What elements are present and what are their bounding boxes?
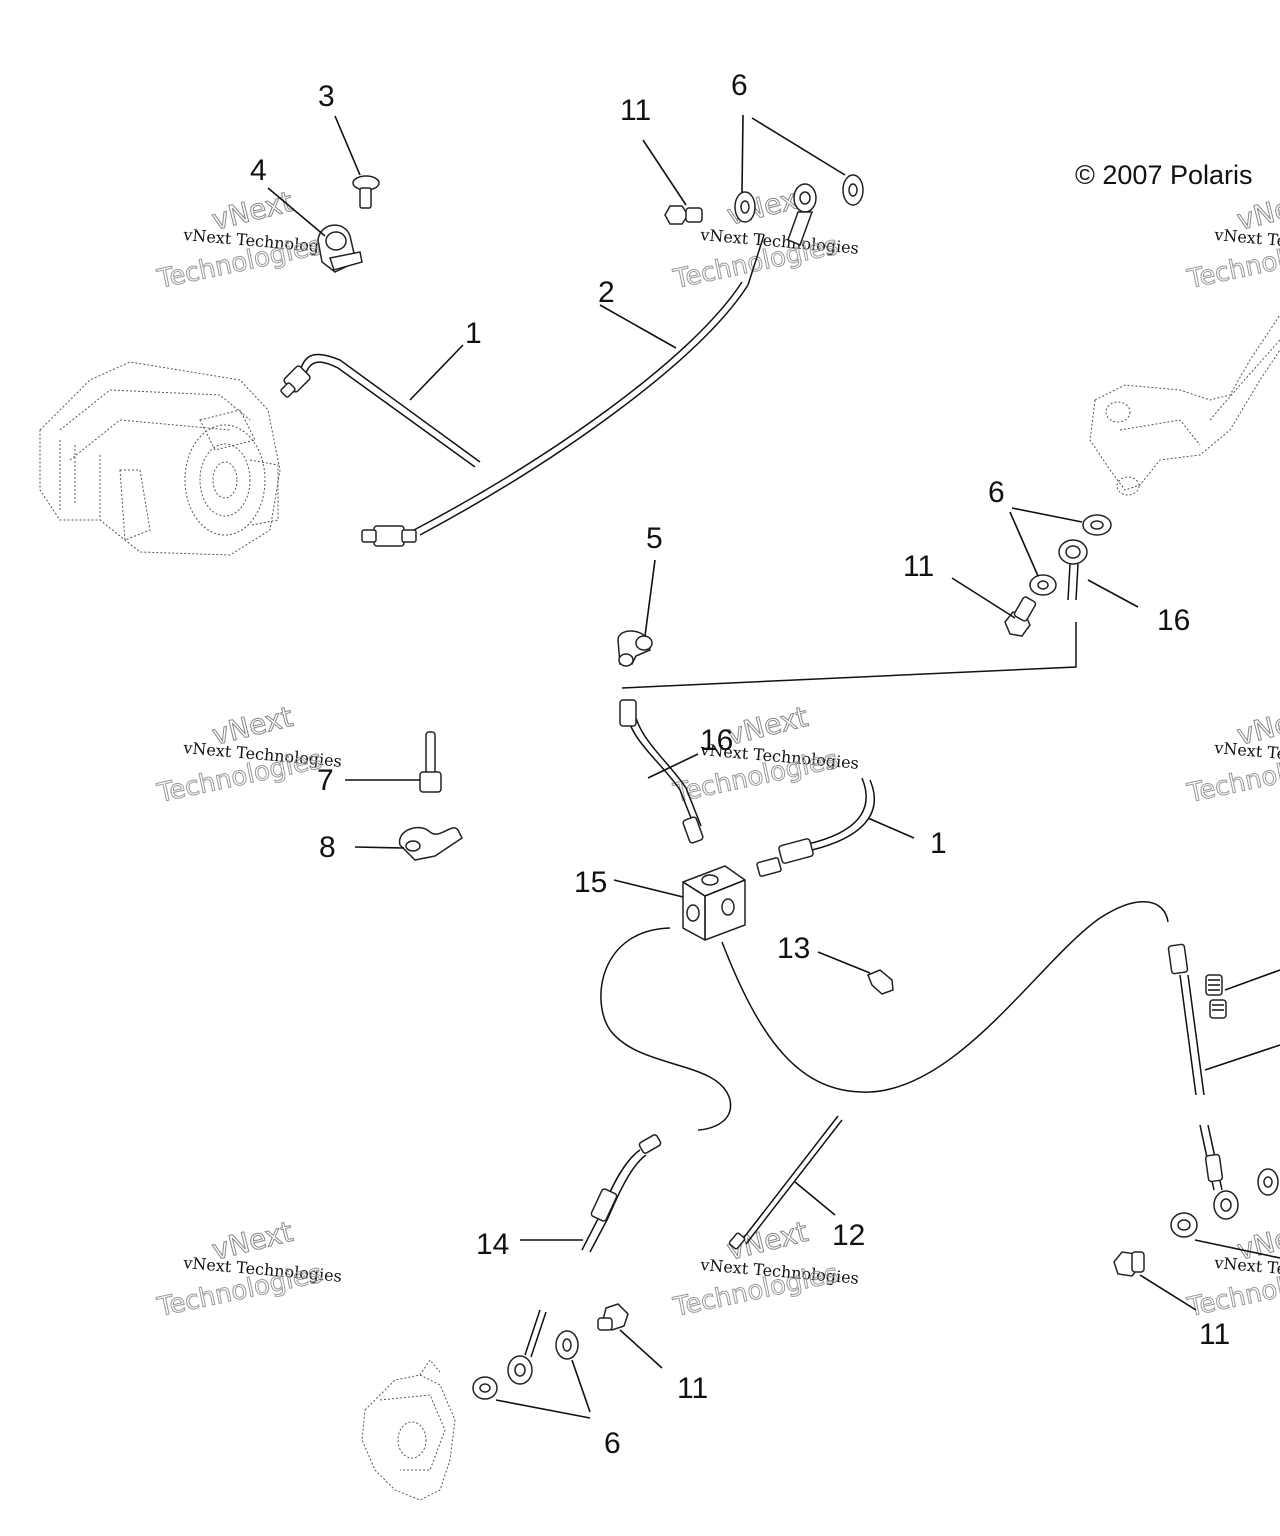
part-6-washer-top-a — [734, 191, 756, 223]
brake-line-loop-right — [721, 901, 1169, 1093]
part-2-brake-hose-top — [361, 234, 765, 547]
part-6-washer-bottom-b — [555, 1330, 579, 1360]
part-6-washer-bottom-a — [472, 1376, 498, 1400]
callout-3: 3 — [318, 80, 335, 113]
callout-15: 15 — [574, 866, 607, 899]
part-8-p-clip — [398, 826, 463, 861]
part-6-washer-right-lower-b — [1257, 1168, 1279, 1196]
watermark-top-left: vNext vNext Technologies Technologies — [154, 184, 343, 295]
callout-11: 11 — [677, 1372, 708, 1405]
part-11-banjo-bolt-bottom — [597, 1303, 629, 1331]
part-12-rod — [728, 1115, 843, 1250]
rear-caliper-illustration — [361, 1359, 456, 1501]
callout-16: 16 — [700, 724, 733, 757]
part-5-elbow-fitting — [617, 630, 653, 667]
callout-5: 5 — [646, 522, 663, 555]
front-caliper-illustration — [39, 361, 281, 556]
part-1-brake-line-center — [756, 777, 875, 877]
callout-8: 8 — [319, 831, 336, 864]
callout-4: 4 — [250, 154, 267, 187]
watermark-bottom-right: vNext vNext Technologies Technologies — [1184, 1214, 1280, 1323]
part-4-clamp — [317, 224, 363, 273]
watermark-top-right: vNext vNext Technologies Technologies — [1184, 184, 1280, 295]
callout-labels: 3 4 11 6 2 1 6 11 16 5 16 7 8 1 15 13 12… — [250, 69, 1230, 1460]
master-cylinder-illustration — [1089, 314, 1280, 496]
part-11-banjo-bolt-right-lower — [1113, 1251, 1145, 1277]
part-6-washer-right-b — [1029, 574, 1057, 596]
part-14-brake-line-rear — [581, 1134, 662, 1253]
part-16-brake-line-center — [619, 699, 704, 844]
copyright-text: © 2007 Polaris — [1075, 160, 1253, 190]
watermark-mid-left: vNext vNext Technologies Technologies — [154, 699, 343, 809]
callout-7: 7 — [317, 764, 334, 797]
copyright-notice: © 2007 Polaris — [1075, 160, 1253, 190]
part-7-rivet — [419, 731, 442, 793]
banjo-fitting-bottom — [507, 1309, 547, 1385]
callout-16: 16 — [1157, 604, 1190, 637]
brake-line-right-vertical — [1167, 943, 1280, 1220]
watermark-mid-center: vNext vNext Technologies Technologies — [670, 699, 860, 809]
part-3-screw — [352, 175, 380, 209]
leader-line — [1194, 1239, 1280, 1259]
callout-12: 12 — [832, 1219, 865, 1252]
leader-lines — [267, 114, 1197, 1419]
callout-11: 11 — [1199, 1318, 1230, 1351]
part-15-distribution-block — [682, 865, 746, 941]
brake-line-loop-left — [600, 927, 732, 1131]
callout-6: 6 — [604, 1427, 621, 1460]
callout-11: 11 — [620, 94, 651, 127]
part-13-plug — [867, 969, 894, 995]
banjo-fitting-top — [787, 183, 817, 246]
callout-1: 1 — [465, 317, 482, 350]
part-6-washer-right-a — [1082, 514, 1112, 536]
watermark-top-center: vNext vNext Technologies Technologies — [670, 179, 860, 295]
callout-6: 6 — [988, 476, 1005, 509]
spring-fitting-right — [1205, 969, 1280, 1019]
part-6-washer-right-lower-a — [1170, 1212, 1198, 1238]
watermark-bottom-left: vNext vNext Technologies Technologies — [154, 1214, 343, 1323]
banjo-fitting-right — [1058, 539, 1088, 601]
callout-6: 6 — [731, 69, 748, 102]
part-1-brake-line-top — [280, 353, 481, 468]
watermark-mid-right: vNext vNext Technologies Technologies — [1184, 699, 1280, 809]
callout-11: 11 — [903, 550, 934, 583]
part-11-banjo-bolt-top — [664, 205, 703, 225]
callout-1: 1 — [930, 827, 947, 860]
part-16-brake-line-right — [621, 622, 1077, 689]
callout-14: 14 — [476, 1228, 509, 1261]
callout-2: 2 — [598, 276, 615, 309]
part-6-washer-top-b — [842, 174, 864, 206]
callout-13: 13 — [777, 932, 810, 965]
part-11-banjo-bolt-right — [1004, 596, 1037, 637]
